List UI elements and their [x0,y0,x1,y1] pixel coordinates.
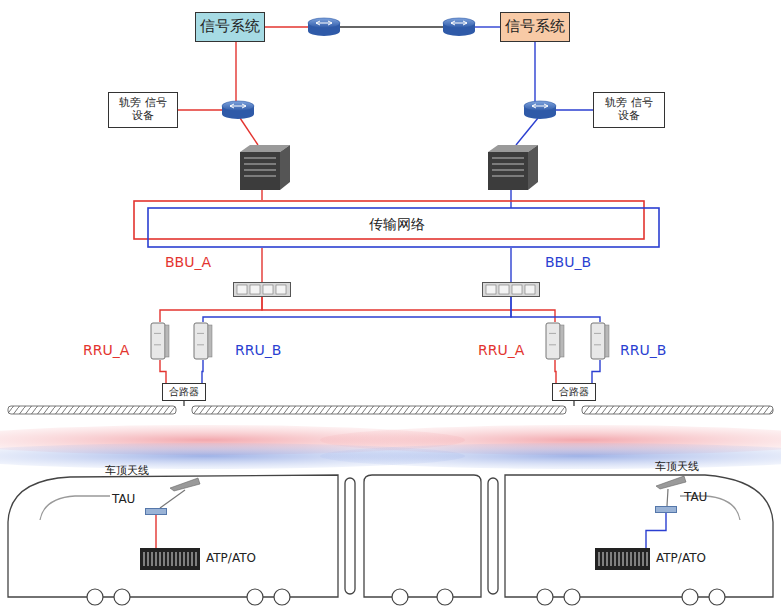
link-line [160,297,262,322]
bbu-drawing [233,282,291,297]
system-box: 信号系统 [195,12,265,42]
unit-label: BBU_B [545,254,591,270]
tau-drawing [655,506,677,513]
unit-label: RRU_B [620,342,666,358]
bbu-unit: BBU_A [233,282,291,297]
tau-unit: TAU [145,508,167,515]
rru-unit: RRU_A [150,322,170,360]
link-line [646,513,666,548]
wheel [87,589,725,605]
link-line [261,248,262,282]
rack-drawing [140,548,200,570]
rru-drawing [193,322,213,360]
unit-label: BBU_A [165,254,211,270]
rack-drawing [595,548,650,570]
tau-drawing [145,508,167,515]
unit-label: RRU_B [235,342,281,358]
rru-drawing [590,322,610,360]
unit-label: ATP/ATO [656,552,706,566]
rru-drawing [150,322,170,360]
node-label: 合路器 [559,386,589,398]
unit-label: RRU_A [478,342,524,358]
link-line [592,360,600,383]
link-line [155,515,156,548]
antenna-label: 车顶天线 [655,461,699,474]
node-label: 轨旁 信号设备 [604,97,654,122]
antenna-label: 车顶天线 [105,465,149,478]
link-line [510,248,511,282]
rru-unit: RRU_B [193,322,213,360]
leaky-cable [8,406,773,414]
node-label: 信号系统 [200,18,260,35]
rru-unit: RRU_B [590,322,610,360]
link-line [160,360,166,383]
unit-label: TAU [112,493,135,507]
atp-ato-unit: ATP/ATO [595,548,650,570]
network-band: 传输网络 [133,200,660,248]
bbu-drawing [482,282,540,297]
tau-unit: TAU [655,506,677,513]
node-label: 合路器 [169,386,199,398]
rru-drawing [545,322,565,360]
link-line [202,360,203,383]
wayside-box: 轨旁 信号设备 [593,92,665,128]
rru-unit: RRU_A [545,322,565,360]
node-label: 轨旁 信号设备 [118,97,168,122]
link-line [511,297,600,322]
atp-ato-unit: ATP/ATO [140,548,200,570]
combiner-box: 合路器 [552,383,596,401]
wayside-box: 轨旁 信号设备 [108,92,178,128]
unit-label: TAU [684,491,707,505]
unit-label: ATP/ATO [206,552,256,566]
node-label: 传输网络 [369,216,425,232]
combiner-box: 合路器 [162,383,206,401]
bbu-unit: BBU_B [482,282,540,297]
system-box: 信号系统 [500,12,570,42]
link-line [555,360,556,383]
server [240,145,538,190]
roof-antenna [160,476,686,508]
node-label: 信号系统 [505,18,565,35]
train [8,475,773,597]
link-line [203,297,511,322]
unit-label: RRU_A [83,342,129,358]
